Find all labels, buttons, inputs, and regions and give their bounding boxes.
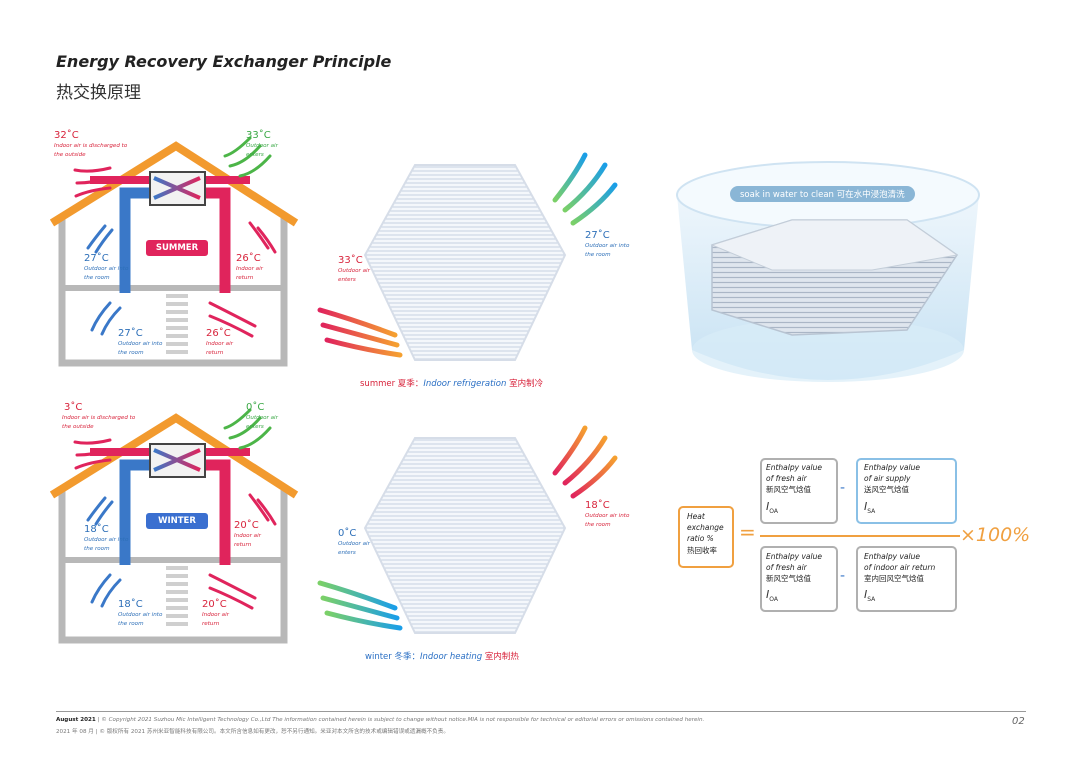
equals-sign: = [739,520,756,544]
summer-house-illustration [49,136,299,367]
page-title: Energy Recovery Exchanger Principle [56,52,392,71]
winter-lower-right-text: Indoor air return [202,612,229,627]
winter-upper-left-text: Outdoor air into the room [84,537,129,552]
summer-exchanger-illustration [317,152,618,361]
summer-exchanger-out-text: Outdoor air into the room [585,243,630,258]
winter-lower-left-text: Outdoor air into the room [118,612,163,627]
winter-caption-en: Indoor heating [419,652,483,662]
ratio-en3: ratio % [687,534,714,543]
summer-exchanger: 33˚C Outdoor air enters 27˚C Outdoor air… [315,145,645,395]
n2-sub: SA [867,508,876,516]
summer-lower-right-temp: 26˚C [206,328,231,339]
soak-label: soak in water to clean 可在水中浸泡清洗 [730,186,915,202]
numerator-fresh-air-box: Enthalpy value of fresh air 新风空气焓值 IOA [760,458,838,524]
summer-caption-season: summer 夏季： [360,379,424,389]
minus-top: - [840,480,846,496]
d1-en1: Enthalpy value [766,552,822,561]
winter-exchanger-illustration [317,425,618,634]
summer-house-diagram: 32˚C Indoor air is discharged to the out… [49,128,310,373]
n1-en1: Enthalpy value [766,463,822,472]
winter-exchanger-out-temp: 18˚C [585,500,610,511]
d2-sym: I [864,588,868,601]
summer-badge: SUMMER [146,240,208,256]
minus-bottom: - [840,568,846,584]
winter-exchanger-out-text: Outdoor air into the room [585,513,630,528]
footer-copyright-text: | © Copyright 2021 Suzhou Mic Intelligen… [97,717,705,723]
ratio-box: Heat exchange ratio % 热回收率 [678,506,734,568]
winter-outdoor-temp: 0˚C [246,402,265,413]
summer-upper-left-text: Outdoor air into the room [84,266,129,281]
winter-caption-cn: 室内制热 [484,652,519,662]
winter-house-diagram: 3˚C Indoor air is discharged to the outs… [49,400,310,645]
numerator-supply-air-box: Enthalpy value of air supply 送风空气焓值 ISA [856,458,957,524]
footer-copyright-en: August 2021 | © Copyright 2021 Suzhou Mi… [56,717,704,723]
winter-caption-season: winter 冬季： [365,652,420,662]
ratio-cn: 热回收率 [687,546,717,555]
n2-sym: I [864,500,868,513]
soak-in-water-illustration: soak in water to clean 可在水中浸泡清洗 [672,160,984,395]
winter-upper-left-temp: 18˚C [84,524,109,535]
d1-sub: OA [769,596,778,604]
summer-exchanger-in-text: Outdoor air enters [338,268,370,283]
winter-house-illustration [49,408,299,644]
n2-en1: Enthalpy value [864,463,920,472]
n1-sym: I [766,500,770,513]
summer-upper-right-text: Indoor air return [236,266,263,281]
n1-sub: OA [769,508,778,516]
summer-upper-left-temp: 27˚C [84,253,109,264]
d1-cn: 新风空气焓值 [766,574,811,583]
d1-sym: I [766,588,770,601]
summer-outdoor-temp: 33˚C [246,130,271,141]
summer-caption-en: Indoor refrigeration [423,379,507,389]
winter-caption: winter 冬季：Indoor heating 室内制热 [365,650,519,662]
summer-caption: summer 夏季：Indoor refrigeration 室内制冷 [360,377,543,389]
summer-lower-left-temp: 27˚C [118,328,143,339]
n2-en2: of air supply [864,474,911,483]
footer-copyright-cn: 2021 年 08 月 | © 版权所有 2021 苏州米亚智能科技有限公司。本… [56,729,449,735]
n2-cn: 送风空气焓值 [864,485,909,494]
denominator-fresh-air-box: Enthalpy value of fresh air 新风空气焓值 IOA [760,546,838,612]
d2-sub: SA [867,596,876,604]
winter-exchanger: 0˚C Outdoor air enters 18˚C Outdoor air … [315,418,645,668]
summer-caption-cn: 室内制冷 [509,379,544,389]
winter-outdoor-text: Outdoor air enters [246,415,278,430]
winter-upper-right-text: Indoor air return [234,533,261,548]
summer-discharge-temp: 32˚C [54,130,79,141]
footer-date: August 2021 [56,717,96,723]
d1-en2: of fresh air [766,563,807,572]
d2-en2: of indoor air return [864,563,936,572]
d2-en1: Enthalpy value [864,552,920,561]
n1-cn: 新风空气焓值 [766,485,811,494]
summer-discharge-text: Indoor air is discharged to the outside [54,143,128,158]
winter-discharge-text: Indoor air is discharged to the outside [62,415,136,430]
summer-upper-right-temp: 26˚C [236,253,261,264]
winter-exchanger-in-text: Outdoor air enters [338,541,370,556]
summer-exchanger-in-temp: 33˚C [338,255,363,266]
winter-upper-right-temp: 20˚C [234,520,259,531]
d2-cn: 室内回风空气焓值 [864,574,924,583]
winter-lower-right-temp: 20˚C [202,599,227,610]
water-tank-illustration [676,161,980,382]
denominator-return-air-box: Enthalpy value of indoor air return 室内回风… [856,546,957,612]
times-100-percent: ×100% [960,524,1031,546]
page-number: 02 [1012,716,1025,727]
n1-en2: of fresh air [766,474,807,483]
winter-badge: WINTER [146,513,208,529]
footer-divider [56,711,1026,712]
ratio-en1: Heat [687,512,705,521]
summer-lower-left-text: Outdoor air into the room [118,341,163,356]
fraction-line [760,535,960,537]
summer-outdoor-text: Outdoor air enters [246,143,278,158]
page-subtitle: 热交换原理 [56,83,141,103]
summer-lower-right-text: Indoor air return [206,341,233,356]
ratio-en2: exchange [687,523,724,532]
summer-exchanger-out-temp: 27˚C [585,230,610,241]
winter-exchanger-in-temp: 0˚C [338,528,357,539]
winter-discharge-temp: 3˚C [64,402,83,413]
heat-exchange-formula: Heat exchange ratio % 热回收率 = ×100% Entha… [678,458,1038,613]
winter-lower-left-temp: 18˚C [118,599,143,610]
